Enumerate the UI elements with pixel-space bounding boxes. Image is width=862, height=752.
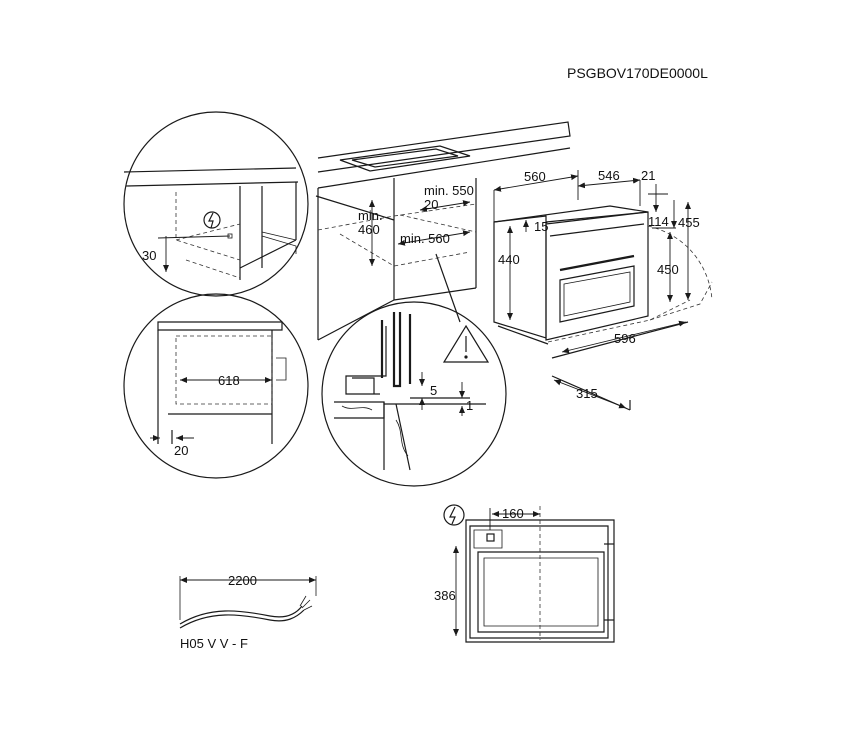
dim-5: 5 [430,383,437,398]
product-code: PSGBOV170DE0000L [567,65,708,81]
dim-min-550: min. 550 [424,183,474,198]
warning-triangle-icon [442,324,490,363]
dim-30: 30 [142,248,156,263]
dim-546: 546 [598,168,620,183]
detail-circle-cabinet [123,293,309,479]
dim-min-460: 460 [358,222,380,237]
electric-connection-icon [203,211,221,229]
oven-unit [493,205,713,411]
dim-15: 15 [534,219,548,234]
power-cable [179,576,317,629]
dim-386: 386 [434,588,456,603]
oven-rear-view [453,506,615,643]
dim-455: 455 [678,215,700,230]
dim-315: 315 [576,386,598,401]
cable-type-label: H05 V V - F [180,636,248,651]
dim-20-bottom: 20 [174,443,188,458]
dim-596: 596 [614,331,636,346]
dim-160: 160 [502,506,524,521]
detail-circle-ventilation [321,253,507,487]
dim-440: 440 [498,252,520,267]
dim-cable-length: 2200 [228,573,257,588]
dim-114: 114 [648,214,669,229]
electric-connection-icon [443,504,465,526]
dim-450: 450 [657,262,679,277]
dim-1: 1 [466,398,473,413]
kitchen-perspective [317,121,571,341]
dim-min-560: min. 560 [400,231,450,246]
dim-618: 618 [218,373,240,388]
dim-min-label: min. [358,208,383,223]
dim-21: 21 [641,168,655,183]
dim-560: 560 [524,169,546,184]
dim-20-top: 20 [424,197,438,212]
detail-circle-socket [123,111,395,297]
